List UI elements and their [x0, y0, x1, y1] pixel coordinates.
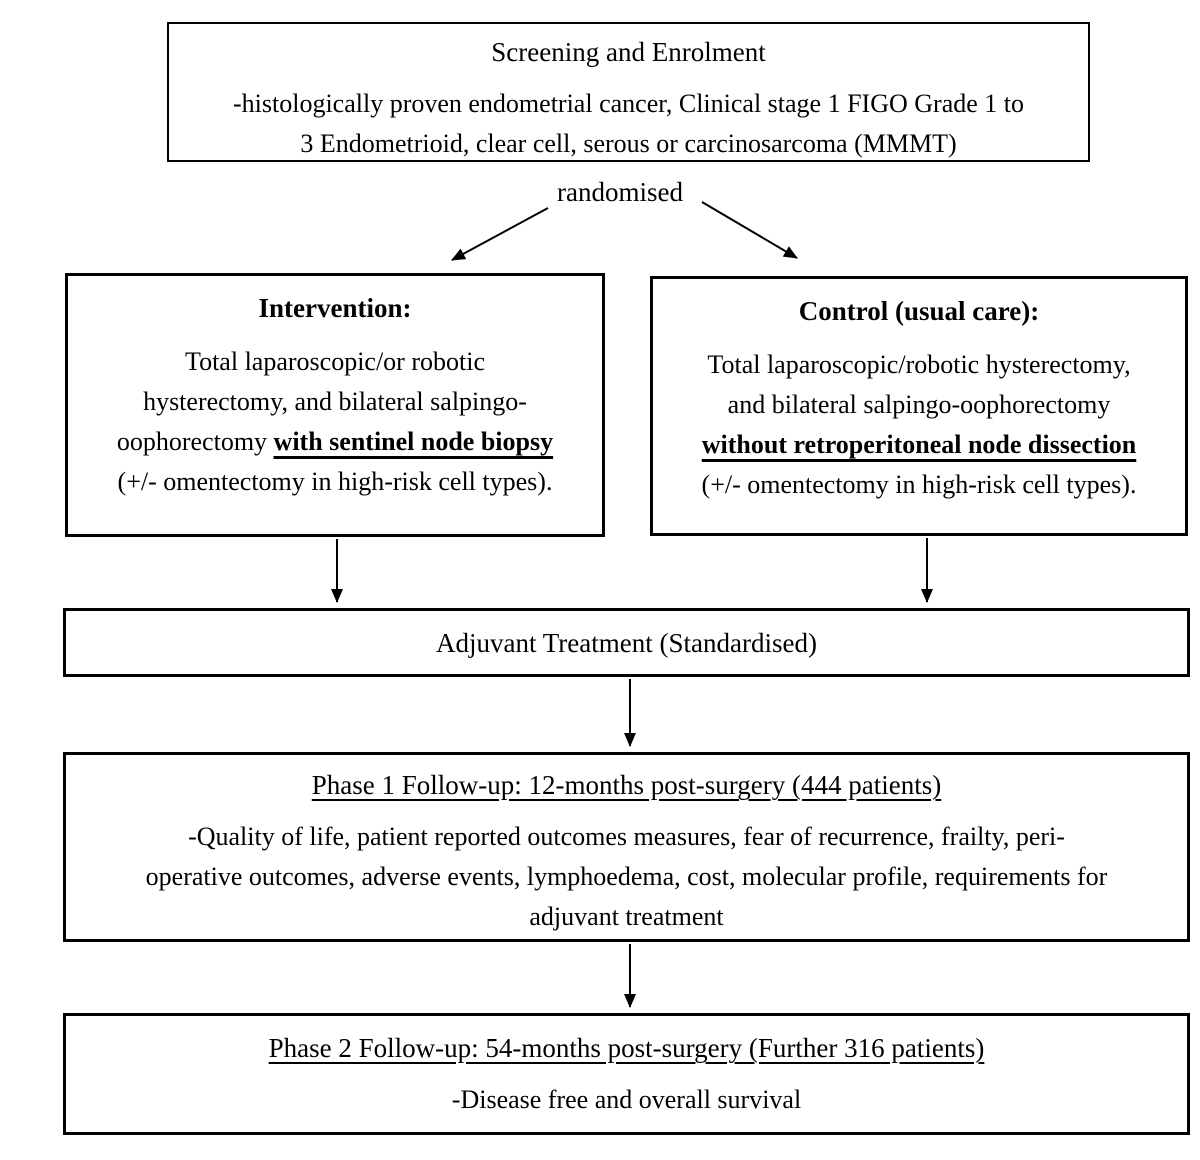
phase1-followup-box: Phase 1 Follow-up: 12-months post-surger…: [63, 752, 1190, 942]
phase2-outcomes-text: -Disease free and overall survival: [451, 1085, 802, 1114]
intervention-text-start: Total laparoscopic/or robotic hysterecto…: [116, 347, 527, 456]
intervention-box: Intervention: Total laparoscopic/or robo…: [65, 273, 605, 537]
phase2-title: Phase 2 Follow-up: 54-months post-surger…: [268, 1033, 985, 1063]
adjuvant-treatment-title: Adjuvant Treatment (Standardised): [436, 627, 817, 658]
phase2-followup-box: Phase 2 Follow-up: 54-months post-surger…: [63, 1013, 1190, 1135]
screening-enrolment-box: Screening and Enrolment -histologically …: [167, 22, 1090, 162]
phase1-outcomes-text: -Quality of life, patient reported outco…: [145, 822, 1108, 931]
randomised-label: randomised: [557, 177, 683, 207]
control-text-end: (+/- omentectomy in high-risk cell types…: [701, 470, 1137, 499]
intervention-text-emphasis: with sentinel node biopsy: [273, 427, 554, 456]
control-description: Total laparoscopic/robotic hysterectomy,…: [659, 345, 1179, 505]
intervention-text-end: (+/- omentectomy in high-risk cell types…: [117, 467, 553, 496]
control-text-emphasis: without retroperitoneal node dissection: [701, 430, 1137, 459]
screening-title: Screening and Enrolment: [491, 37, 766, 67]
intervention-description: Total laparoscopic/or robotic hysterecto…: [74, 342, 596, 502]
control-box: Control (usual care): Total laparoscopic…: [650, 276, 1188, 536]
intervention-title: Intervention:: [258, 293, 412, 323]
phase1-title: Phase 1 Follow-up: 12-months post-surger…: [311, 770, 942, 800]
screening-criteria-text: -histologically proven endometrial cance…: [233, 89, 1024, 158]
arrow-randomised-to-control: [701, 201, 798, 259]
control-title: Control (usual care):: [798, 296, 1040, 326]
arrow-randomised-to-intervention: [451, 207, 549, 261]
control-text-start: Total laparoscopic/robotic hysterectomy,…: [707, 350, 1131, 419]
adjuvant-treatment-box: Adjuvant Treatment (Standardised): [63, 608, 1190, 677]
